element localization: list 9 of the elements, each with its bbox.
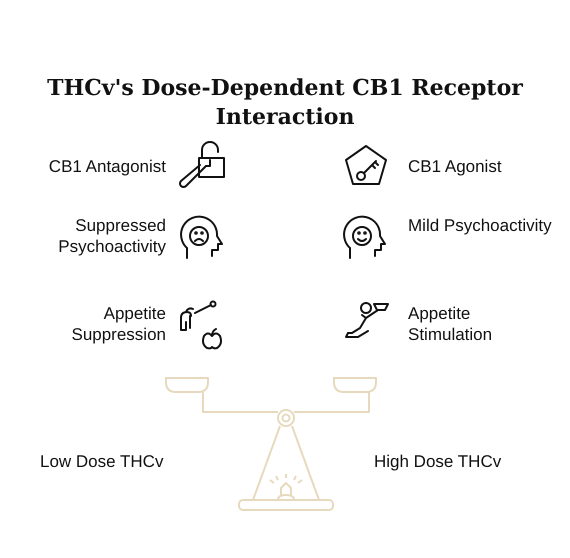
label-text: Appetite Suppression — [70, 303, 166, 345]
label-text: CB1 Antagonist — [48, 156, 166, 177]
label-text: Suppressed Psychoactivity — [57, 215, 166, 257]
label-text: Low Dose THCv — [40, 451, 164, 472]
label-text: High Dose THCv — [374, 451, 502, 472]
title: THCv's Dose-Dependent CB1 Receptor Interaction — [46, 74, 524, 132]
label-text: CB1 Agonist — [408, 156, 503, 177]
label-text: Mild Psychoactivity — [408, 215, 553, 236]
label-text: Appetite Stimulation — [408, 303, 494, 345]
